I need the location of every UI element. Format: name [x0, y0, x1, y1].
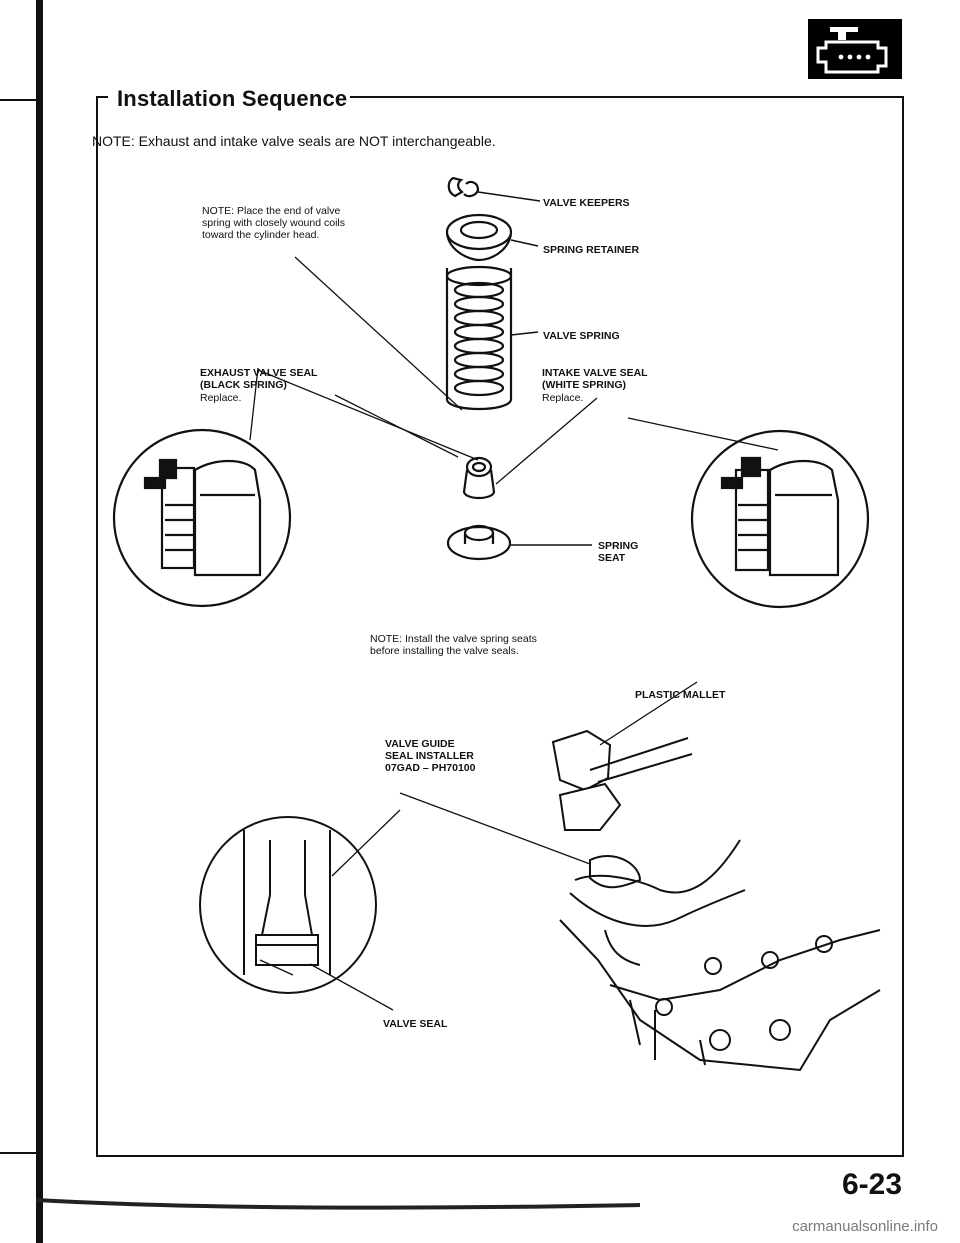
- intake-seal-detail: [690, 429, 870, 609]
- spring-retainer-label: SPRING RETAINER: [543, 244, 640, 256]
- spring-note: NOTE: Place the end of valve spring with…: [202, 205, 345, 241]
- mallet-and-cylinder-head-illustration: [551, 681, 881, 1072]
- watermark: carmanualsonline.info: [792, 1218, 938, 1235]
- section-title: Installation Sequence: [117, 86, 348, 111]
- valve-keepers-label: VALVE KEEPERS: [543, 197, 630, 209]
- valve-seal-label: VALVE SEAL: [383, 1018, 448, 1030]
- spring-retainer-icon: [445, 213, 539, 262]
- valve-spring-icon: [445, 265, 539, 411]
- leader-lines: [249, 256, 779, 485]
- exhaust-seal-detail: [112, 428, 292, 608]
- spring-seat-icon: [446, 524, 592, 561]
- engine-icon: [808, 19, 902, 79]
- seat-note: NOTE: Install the valve spring seats bef…: [370, 633, 537, 657]
- intake-replace-note: Replace.: [542, 392, 584, 404]
- spring-seat-label: SPRING SEAT: [598, 540, 639, 564]
- main-note: NOTE: Exhaust and intake valve seals are…: [92, 133, 496, 149]
- exhaust-replace-note: Replace.: [200, 392, 242, 404]
- section-frame: [96, 96, 904, 1157]
- valve-assembly-diagram: [112, 176, 870, 609]
- exhaust-seal-label: EXHAUST VALVE SEAL (BLACK SPRING): [200, 367, 318, 391]
- installer-diagram: [199, 681, 881, 1072]
- installer-label: VALVE GUIDE SEAL INSTALLER 07GAD – PH701…: [385, 738, 476, 774]
- valve-spring-label: VALVE SPRING: [543, 330, 620, 342]
- valve-seal-center-icon: [462, 456, 496, 500]
- plastic-mallet-label: PLASTIC MALLET: [635, 689, 726, 701]
- installer-detail: [199, 792, 591, 1011]
- intake-seal-label: INTAKE VALVE SEAL (WHITE SPRING): [542, 367, 648, 391]
- binding-edge: [0, 0, 641, 1243]
- valve-keepers-icon: [447, 176, 541, 202]
- page-number: 6-23: [841, 1168, 902, 1201]
